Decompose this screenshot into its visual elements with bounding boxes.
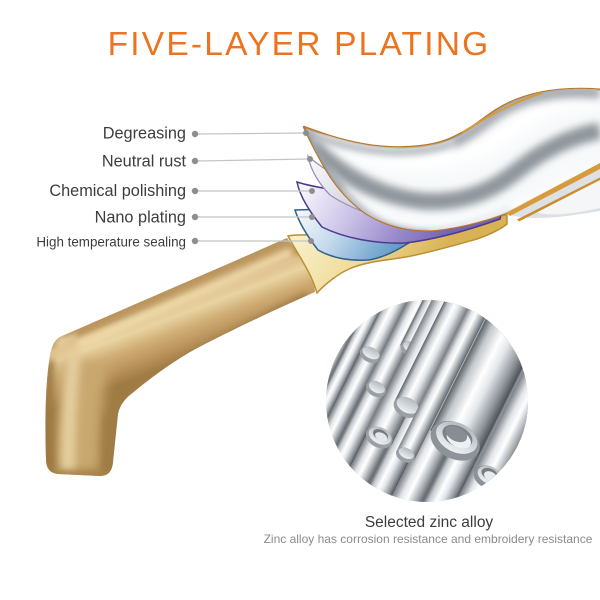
svg-text:Selected zinc alloy: Selected zinc alloy	[365, 514, 494, 531]
svg-text:FIVE-LAYER PLATING: FIVE-LAYER PLATING	[108, 26, 491, 63]
svg-text:Degreasing: Degreasing	[103, 125, 186, 143]
svg-text:Zinc alloy has corrosion resis: Zinc alloy has corrosion resistance and …	[264, 532, 593, 546]
svg-text:Neutral rust: Neutral rust	[102, 153, 187, 171]
svg-text:High temperature sealing: High temperature sealing	[36, 235, 186, 250]
svg-text:Chemical polishing: Chemical polishing	[49, 182, 186, 200]
svg-text:Nano plating: Nano plating	[95, 209, 186, 227]
